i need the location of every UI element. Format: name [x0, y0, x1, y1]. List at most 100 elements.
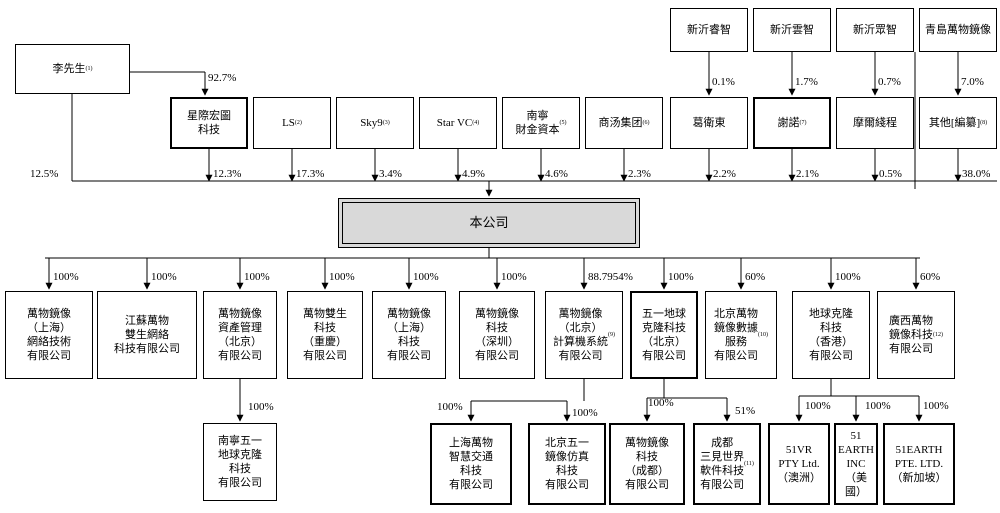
- entity-label: 萬物鏡像 （上海） 網絡技術 有限公司: [27, 308, 71, 362]
- shareholder-xie: 謝諾(7): [753, 97, 831, 149]
- entity-label: 萬物雙生 科技 （重慶） 有限公司: [303, 308, 347, 362]
- shareholder-others: 其他[編纂](8): [919, 97, 997, 149]
- entity-label: 上海萬物 智慧交通 科技 有限公司: [449, 437, 493, 491]
- shareholder-nanning_cap: 南寧 財金資本(5): [502, 97, 580, 149]
- shareholder-shangtang: 商汤集团(6): [585, 97, 663, 149]
- entity-label: 商汤集团: [598, 117, 643, 129]
- pct-nanning_cap: 4.6%: [545, 168, 568, 180]
- second-level-t6: 51VR PTY Ltd. （澳洲）: [768, 423, 830, 505]
- entity-label: 新沂雲智: [770, 24, 814, 36]
- pct-s1: 100%: [53, 271, 79, 283]
- shareholder-ge: 葛衛東: [670, 97, 748, 149]
- top-entity-xinyi_juzhi: 新沂眾智: [836, 8, 914, 52]
- entity-label: 南寧 財金資本: [515, 110, 560, 136]
- subsidiary-s3: 萬物鏡像 資產管理 （北京） 有限公司: [203, 291, 277, 379]
- subsidiary-s7: 萬物鏡像 （北京） 計算機系統 有限公司(9): [545, 291, 623, 379]
- pct-t8: 100%: [923, 400, 949, 412]
- entity-label: 新沂睿智: [687, 24, 731, 36]
- pct-s6: 100%: [501, 271, 527, 283]
- entity-label: 51EARTH PTE. LTD. （新加坡）: [891, 444, 947, 484]
- second-level-t7: 51 EARTH INC （美國）: [834, 423, 878, 505]
- pct-sky9: 3.4%: [379, 168, 402, 180]
- pct-t6: 100%: [805, 400, 831, 412]
- pct-xinyi_ruizhi_to_ge: 0.1%: [712, 76, 735, 88]
- shareholder-starvc: Star VC(4): [419, 97, 497, 149]
- subsidiary-s5: 萬物鏡像 （上海） 科技 有限公司: [372, 291, 446, 379]
- entity-label: Sky9: [360, 117, 383, 129]
- entity-label: 葛衛東: [692, 117, 726, 129]
- pct-xinyi_yunzhi_to_xie: 1.7%: [795, 76, 818, 88]
- pct-t5: 51%: [735, 405, 756, 417]
- subsidiary-s9: 北京萬物 鏡像數據 服務 有限公司(10): [705, 291, 777, 379]
- subsidiary-s6: 萬物鏡像 科技 （深圳） 有限公司: [459, 291, 535, 379]
- pct-xie: 2.1%: [796, 168, 819, 180]
- pct-s9: 60%: [745, 271, 766, 283]
- subsidiary-s2: 江蘇萬物 雙生網絡 科技有限公司: [97, 291, 197, 379]
- subsidiary-s10: 地球克隆 科技 （香港） 有限公司: [792, 291, 870, 379]
- shareholder-sky9: Sky9(3): [336, 97, 414, 149]
- second-level-t3: 北京五一 鏡像仿真 科技 有限公司: [528, 423, 606, 505]
- pct-t7: 100%: [865, 400, 891, 412]
- pct-lee-to-xingji: 92.7%: [208, 72, 237, 84]
- pct-s4: 100%: [329, 271, 355, 283]
- entity-label: 萬物鏡像 （北京） 計算機系統 有限公司: [553, 308, 608, 362]
- pct-starvc: 4.9%: [462, 168, 485, 180]
- entity-label: 江蘇萬物 雙生網絡 科技有限公司: [114, 315, 180, 355]
- second-level-t2: 上海萬物 智慧交通 科技 有限公司: [430, 423, 512, 505]
- shareholder-xingji: 星際宏圖 科技: [170, 97, 248, 149]
- pct-mo: 0.5%: [879, 168, 902, 180]
- top-entity-qingdao: 青島萬物鏡像: [919, 8, 997, 52]
- entity-label: LS: [282, 117, 295, 129]
- pct-ge: 2.2%: [713, 168, 736, 180]
- pct-s11: 60%: [920, 271, 941, 283]
- entity-label: 廣西萬物 鏡像科技 有限公司: [889, 315, 933, 355]
- entity-label: 地球克隆 科技 （香港） 有限公司: [809, 308, 853, 362]
- entity-label: 萬物鏡像 資產管理 （北京） 有限公司: [218, 308, 262, 362]
- entity-label: Star VC: [436, 117, 473, 129]
- pct-t4: 100%: [648, 397, 674, 409]
- entity-label: 青島萬物鏡像: [925, 24, 991, 36]
- entity-label: 摩爾綫程: [853, 117, 897, 129]
- shareholder-mo: 摩爾綫程: [836, 97, 914, 149]
- subsidiary-s4: 萬物雙生 科技 （重慶） 有限公司: [287, 291, 363, 379]
- pct-s7: 88.7954%: [588, 271, 633, 283]
- entity-label: 萬物鏡像 科技 （成都） 有限公司: [625, 437, 669, 491]
- entity-label: 北京萬物 鏡像數據 服務 有限公司: [714, 308, 758, 362]
- pct-t3: 100%: [572, 407, 598, 419]
- entity-label: 51VR PTY Ltd. （澳洲）: [777, 444, 821, 484]
- pct-xinyi_juzhi_to_mo: 0.7%: [878, 76, 901, 88]
- entity-label: 成都 三見世界 軟件科技 有限公司: [700, 437, 745, 491]
- subsidiary-s1: 萬物鏡像 （上海） 網絡技術 有限公司: [5, 291, 93, 379]
- pct-xingji: 12.3%: [213, 168, 242, 180]
- pct-t2: 100%: [437, 401, 463, 413]
- entity-label: 本公司: [469, 215, 509, 230]
- top-entity-lee: 李先生(1): [15, 44, 130, 94]
- entity-label: 五一地球 克隆科技 （北京） 有限公司: [642, 308, 686, 362]
- entity-label: 北京五一 鏡像仿真 科技 有限公司: [545, 437, 589, 491]
- company-box: 本公司: [338, 198, 640, 248]
- pct-s8: 100%: [668, 271, 694, 283]
- entity-label: 萬物鏡像 科技 （深圳） 有限公司: [475, 308, 519, 362]
- entity-label: 謝諾: [777, 117, 800, 129]
- second-level-t8: 51EARTH PTE. LTD. （新加坡）: [883, 423, 955, 505]
- second-level-t1: 南寧五一 地球克隆 科技 有限公司: [203, 423, 277, 501]
- entity-label: 51 EARTH INC （美國）: [837, 430, 874, 498]
- pct-t1: 100%: [248, 401, 274, 413]
- entity-label: 其他[編纂]: [928, 117, 981, 129]
- pct-lee-direct: 12.5%: [30, 168, 59, 180]
- pct-qingdao_to_others: 7.0%: [961, 76, 984, 88]
- pct-others: 38.0%: [962, 168, 991, 180]
- entity-label: 李先生: [52, 63, 86, 75]
- pct-s3: 100%: [244, 271, 270, 283]
- shareholder-ls: LS(2): [253, 97, 331, 149]
- pct-shangtang: 2.3%: [628, 168, 651, 180]
- entity-label: 萬物鏡像 （上海） 科技 有限公司: [387, 308, 431, 362]
- top-entity-xinyi_yunzhi: 新沂雲智: [753, 8, 831, 52]
- second-level-t5: 成都 三見世界 軟件科技 有限公司(11): [693, 423, 761, 505]
- subsidiary-s11: 廣西萬物 鏡像科技 有限公司(12): [877, 291, 955, 379]
- subsidiary-s8: 五一地球 克隆科技 （北京） 有限公司: [630, 291, 698, 379]
- pct-ls: 17.3%: [296, 168, 325, 180]
- entity-label: 星際宏圖 科技: [187, 110, 231, 136]
